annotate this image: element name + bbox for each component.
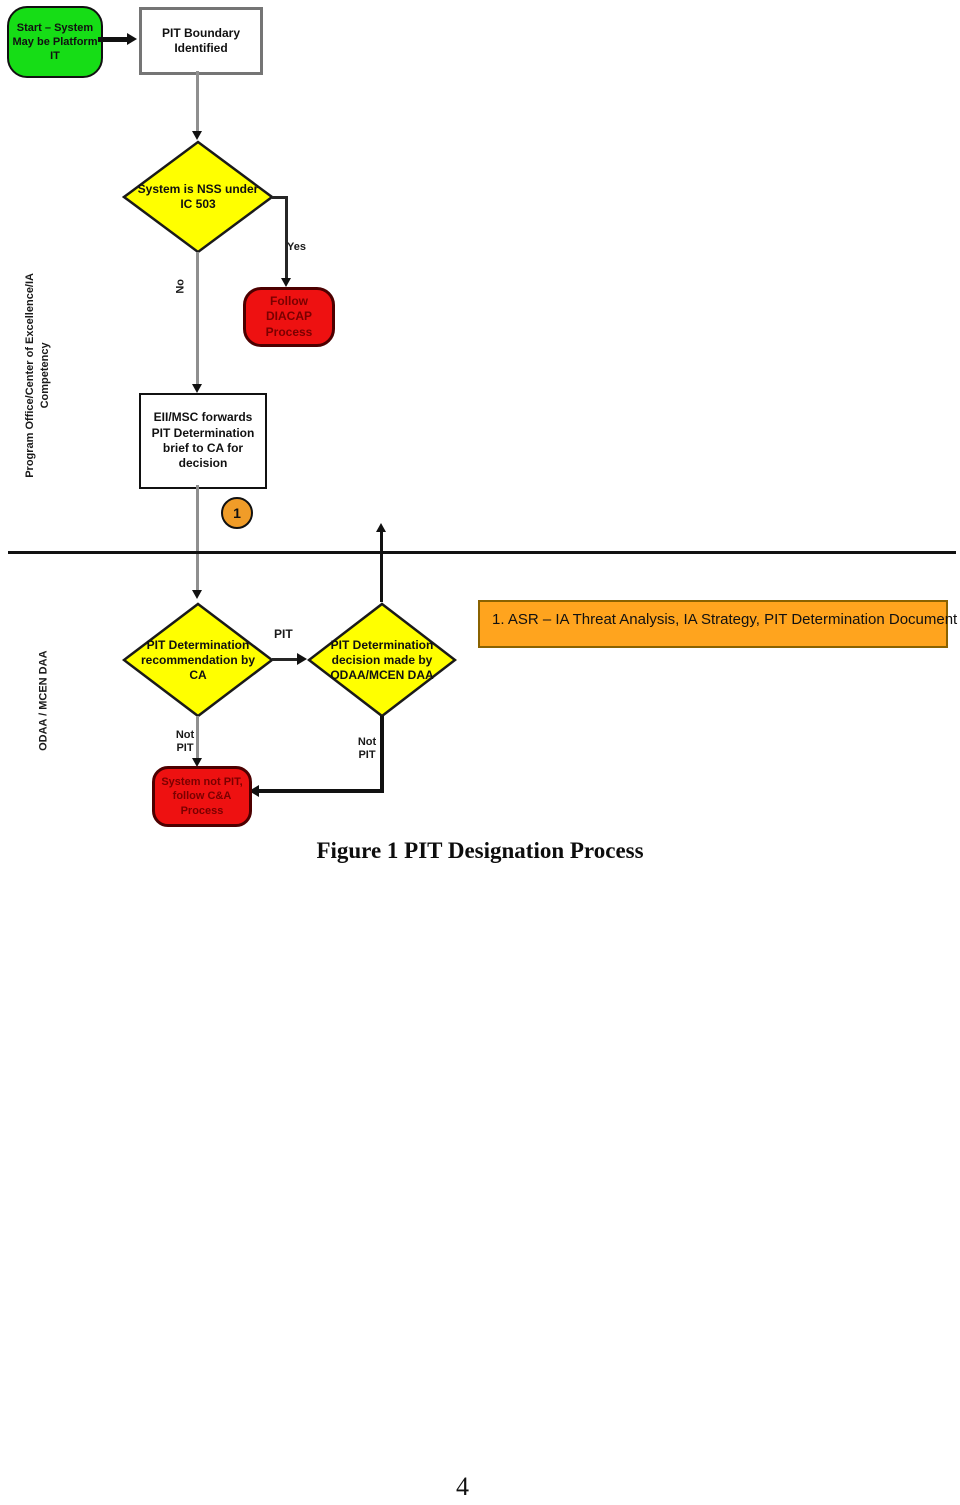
flow-line-daa-up bbox=[380, 531, 383, 602]
flow-line-start-to-boundary bbox=[98, 37, 128, 42]
edge-label-pit: PIT bbox=[274, 627, 293, 641]
start-node: Start – System May be Platform IT bbox=[7, 6, 103, 78]
edge-label-yes: Yes bbox=[287, 241, 306, 253]
arrowhead-left-icon bbox=[249, 785, 259, 797]
connector-1-label: 1 bbox=[233, 505, 241, 521]
lane-label-odaa-mcen-daa: ODAA / MCEN DAA bbox=[37, 650, 50, 751]
flow-line-daa-down bbox=[380, 716, 384, 792]
nss-decision-label: System is NSS under IC 503 bbox=[137, 182, 259, 211]
flow-line-eii-to-ca bbox=[196, 485, 199, 591]
arrowhead-right-icon bbox=[127, 33, 137, 45]
lane-label-program-office: Program Office/Center of Excellence/IA C… bbox=[24, 273, 52, 478]
ca-recommendation-label: PIT Determination recommendation by CA bbox=[140, 637, 256, 682]
pit-boundary-label: PIT Boundary Identified bbox=[161, 25, 240, 55]
flow-line-boundary-to-nss bbox=[196, 71, 199, 132]
page-number: 4 bbox=[456, 1472, 469, 1501]
arrowhead-right-icon bbox=[297, 653, 307, 665]
flow-line-daa-to-terminal bbox=[258, 789, 384, 793]
figure-caption: Figure 1 PIT Designation Process bbox=[316, 838, 644, 863]
arrowhead-down-icon bbox=[281, 278, 291, 287]
edge-label-not-pit-left: Not PIT bbox=[175, 729, 195, 754]
arrowhead-up-icon bbox=[376, 523, 386, 532]
arrowhead-down-icon bbox=[192, 384, 202, 393]
arrowhead-down-icon bbox=[192, 131, 202, 140]
eii-msc-node: EII/MSC forwards PIT Determination brief… bbox=[139, 393, 267, 489]
not-pit-terminal-node: System not PIT, follow C&A Process bbox=[152, 766, 252, 827]
edge-label-no: No bbox=[174, 278, 187, 294]
daa-decision-label: PIT Determination decision made by ODAA/… bbox=[330, 637, 434, 682]
start-node-label: Start – System May be Platform IT bbox=[12, 21, 98, 63]
flow-line-yes-horizontal bbox=[272, 196, 288, 199]
diacap-terminal-label: Follow DIACAP Process bbox=[265, 293, 313, 339]
arrowhead-down-icon bbox=[192, 758, 202, 767]
arrowhead-down-icon bbox=[192, 590, 202, 599]
not-pit-terminal-label: System not PIT, follow C&A Process bbox=[161, 776, 243, 817]
flow-line-yes-vertical bbox=[285, 196, 288, 280]
eii-msc-label: EII/MSC forwards PIT Determination brief… bbox=[151, 410, 255, 471]
flow-line-ca-to-terminal bbox=[196, 716, 199, 759]
flow-line-nss-to-eii bbox=[196, 252, 199, 385]
connector-1-node: 1 bbox=[221, 497, 253, 529]
diacap-terminal-node: Follow DIACAP Process bbox=[243, 287, 335, 347]
asr-note: 1. ASR – IA Threat Analysis, IA Strategy… bbox=[478, 600, 957, 648]
lane-divider bbox=[8, 551, 956, 554]
pit-boundary-node: PIT Boundary Identified bbox=[139, 7, 263, 75]
flow-line-ca-to-daa bbox=[272, 658, 300, 661]
edge-label-not-pit-right: Not PIT bbox=[357, 736, 377, 761]
